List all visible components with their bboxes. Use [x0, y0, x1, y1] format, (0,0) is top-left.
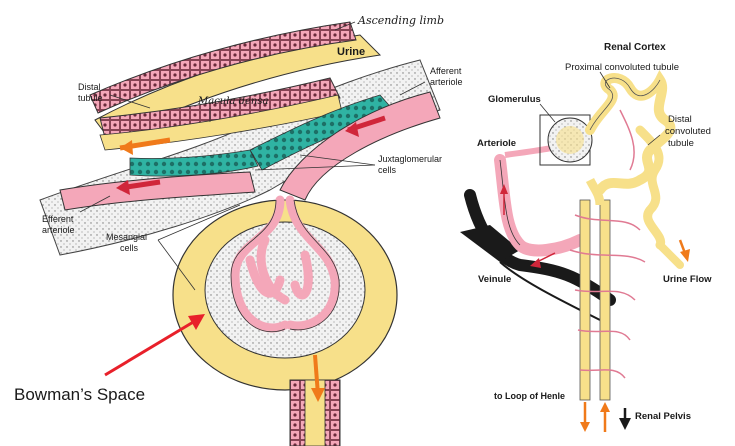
label-loop-of-henle: to Loop of Henle [494, 391, 565, 401]
loop-ascending [599, 199, 611, 401]
label-ascending-limb: Ascending limb [357, 14, 444, 27]
juxtaglomerular-apparatus: Ascending limb Urine Distal tubule Macul… [14, 14, 463, 446]
label-mesangial-1: Mesangial [106, 232, 147, 242]
label-juxtaglomerular-1: Juxtaglomerular [378, 154, 442, 164]
label-urine-flow: Urine Flow [663, 274, 712, 285]
arteriole-vessel [494, 154, 586, 257]
peritubular-capillaries [569, 109, 646, 379]
label-distal-tubule-1: Distal [78, 82, 101, 92]
label-urine: Urine [337, 46, 365, 58]
label-distal-3: tubule [668, 138, 694, 149]
label-renal-pelvis: Renal Pelvis [635, 411, 691, 422]
label-mesangial-2: cells [120, 243, 139, 253]
label-glomerulus: Glomerulus [488, 94, 541, 105]
label-proximal: Proximal convoluted tubule [565, 62, 679, 73]
label-efferent-2: arteriole [42, 225, 75, 235]
label-afferent-2: arteriole [430, 77, 463, 87]
juxtaglomerular-cells-lower [129, 149, 259, 177]
glomerular-core [204, 221, 366, 359]
label-arteriole: Arteriole [477, 138, 516, 149]
distal-convoluted-tubule [635, 125, 666, 250]
label-afferent-1: Afferent [430, 66, 462, 76]
label-macula-densa: Macula densa [197, 96, 268, 107]
label-distal-1: Distal [668, 114, 692, 125]
label-juxtaglomerular-2: cells [378, 165, 397, 175]
label-distal-tubule-2: tubule [78, 93, 103, 103]
label-renal-cortex: Renal Cortex [604, 42, 666, 53]
label-distal-2: convoluted [665, 126, 711, 137]
efferent-arteriole [59, 171, 256, 211]
label-bowmans-space: Bowman’s Space [14, 385, 145, 404]
bowmans-space-pointer [104, 316, 201, 377]
label-efferent-1: Efferent [42, 214, 74, 224]
nephron-overview: Renal Cortex Proximal convoluted tubule … [460, 42, 712, 432]
collecting-duct-exit [656, 241, 684, 269]
ascending-limb-cells [89, 21, 357, 114]
capillary-tuft [230, 195, 340, 333]
label-veinule: Veinule [478, 274, 511, 285]
afferent-arteriole [279, 91, 441, 201]
loop-descending [579, 199, 591, 401]
